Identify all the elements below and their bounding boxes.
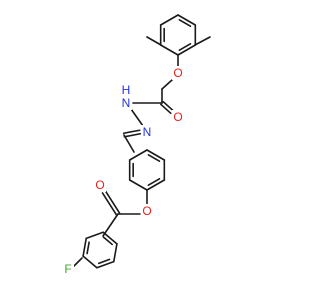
- atom-h-amide: H: [122, 83, 131, 97]
- top-ring-bond: [177, 14, 197, 26]
- bond-lines: [73, 14, 211, 269]
- atom-label-background: [120, 96, 132, 110]
- atom-label-background: [62, 262, 74, 276]
- bottom-ring-bond: [96, 260, 115, 269]
- bottom-ring-double-bond: [86, 241, 90, 255]
- bottom-ring-bond: [102, 231, 118, 245]
- atom-label-background: [172, 66, 184, 80]
- middle-ring-double-bond: [147, 177, 161, 186]
- bottom-ring-bond: [82, 255, 98, 269]
- atom-n-imine: N: [143, 125, 152, 139]
- bottom-ring-bond: [85, 231, 104, 240]
- middle-ring-bond: [128, 179, 148, 191]
- ch-ring-bond: [123, 134, 135, 153]
- atom-label-background: [141, 125, 153, 139]
- atom-o-ether: O: [173, 66, 182, 80]
- top-ring-double-bond: [178, 42, 192, 51]
- imine-double-bond: [123, 132, 142, 138]
- middle-ring-double-bond: [147, 154, 161, 163]
- middle-ring-bond: [146, 149, 166, 161]
- top-ring-double-bond: [178, 19, 192, 28]
- imine-double-bond: [122, 129, 141, 135]
- atom-label-background: [141, 204, 153, 218]
- top-ring-bond: [177, 44, 197, 56]
- ester-carbonyl-double-bond: [104, 190, 121, 214]
- ether-ch2-bond: [161, 79, 173, 90]
- carbonyl-double-bond: [162, 100, 175, 112]
- bottom-ring-bond: [112, 243, 118, 263]
- atom-label-background: [172, 110, 184, 124]
- atom-label-background: [94, 178, 106, 192]
- atom-labels: O O N H N O O F: [62, 66, 184, 276]
- atom-o-ester: O: [142, 204, 151, 218]
- atom-o-amide: O: [173, 110, 182, 124]
- top-ring-bond: [159, 14, 179, 26]
- methyl-left-bond: [146, 36, 162, 46]
- atom-o-carbonyl: O: [95, 178, 104, 192]
- middle-ring-bond: [146, 179, 166, 191]
- bottom-ring-double-bond: [97, 258, 111, 265]
- atom-n-amide: N: [122, 96, 131, 110]
- fluorine-bond: [73, 257, 83, 267]
- middle-ring-bond: [128, 149, 148, 161]
- nn-bond: [130, 108, 144, 127]
- atom-label-background: [120, 83, 132, 97]
- carbonyl-double-bond: [159, 103, 172, 115]
- bottom-ring-bond: [82, 237, 88, 257]
- ester-carbonyl-double-bond: [101, 192, 118, 216]
- methyl-right-bond: [194, 36, 211, 46]
- top-ring-bond: [159, 44, 179, 56]
- molecule-structure-diagram: O O N H N O O F: [62, 14, 211, 276]
- bottom-ring-double-bond: [102, 236, 113, 246]
- ester-ring-bond: [102, 213, 119, 237]
- atom-fluorine: F: [64, 262, 71, 276]
